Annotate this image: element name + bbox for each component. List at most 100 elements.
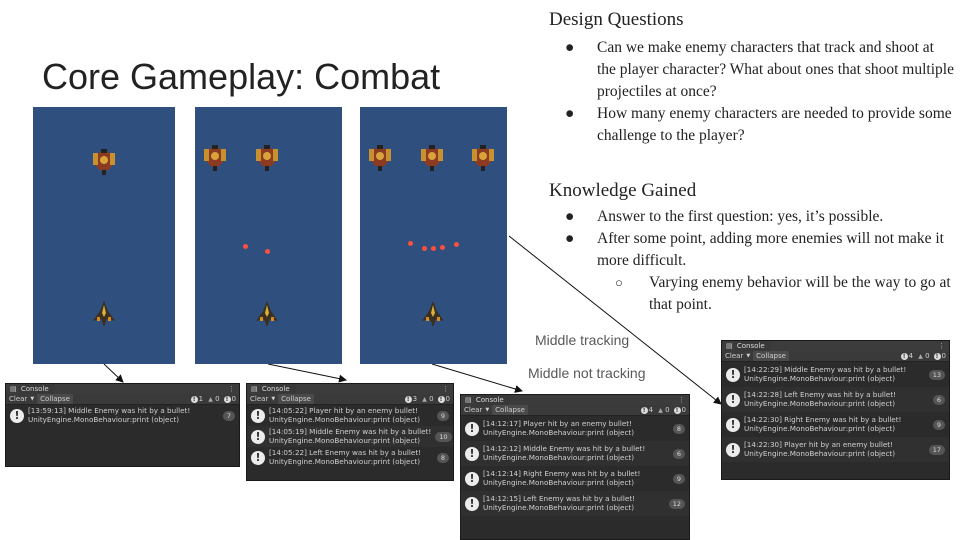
log-row[interactable]: ![14:22:29] Middle Enemy was hit by a bu… xyxy=(722,362,949,387)
arrow-1 xyxy=(103,363,124,383)
warning-icon: ▲ xyxy=(208,395,213,403)
enemy-ship-icon xyxy=(204,145,226,171)
error-filter-toggle[interactable]: !0 xyxy=(673,405,686,415)
arrow-2 xyxy=(267,363,347,383)
enemy-bullet xyxy=(408,241,413,246)
console-tab-label: Console xyxy=(734,341,771,351)
warning-icon: ▲ xyxy=(918,352,923,360)
error-filter-toggle[interactable]: !0 xyxy=(933,351,946,361)
info-filter-toggle[interactable]: !1 xyxy=(190,394,203,404)
log-row[interactable]: ![14:12:14] Right Enemy was hit by a bul… xyxy=(461,466,689,491)
console-toolbar: Clear▼ Collapse !4 ▲0 !0 xyxy=(722,351,949,362)
console-tab[interactable]: ▤ Console⋮ xyxy=(461,395,689,405)
console-tab[interactable]: ▤ Console ⋮ xyxy=(722,341,949,351)
collapse-count-badge: 8 xyxy=(436,452,449,463)
log-row[interactable]: ![14:22:28] Left Enemy was hit by a bull… xyxy=(722,387,949,412)
error-filter-toggle[interactable]: !0 xyxy=(223,394,236,404)
clear-button[interactable]: Clear xyxy=(464,406,483,414)
info-icon: ! xyxy=(251,450,265,465)
collapse-toggle[interactable]: Collapse xyxy=(492,405,528,415)
clear-dropdown-icon[interactable]: ▼ xyxy=(746,353,751,359)
enemy-ship-icon xyxy=(93,149,115,175)
player-ship-icon xyxy=(93,301,115,327)
info-icon: ! xyxy=(465,446,479,461)
collapse-toggle[interactable]: Collapse xyxy=(278,394,314,404)
info-icon: ! xyxy=(900,352,908,360)
info-filter-toggle[interactable]: !3 xyxy=(404,394,417,404)
info-icon: ! xyxy=(251,429,265,444)
info-icon: ! xyxy=(10,408,24,423)
info-icon: ! xyxy=(465,471,479,486)
info-icon: ! xyxy=(465,421,479,436)
warning-filter-toggle[interactable]: ▲0 xyxy=(658,406,670,414)
info-icon: ! xyxy=(404,395,412,403)
unity-console-2: ▤ Console⋮ Clear▼ Collapse !3 ▲0 !0 ![14… xyxy=(246,383,454,481)
enemy-bullet xyxy=(454,242,459,247)
log-row[interactable]: ![14:22:30] Right Enemy was hit by a bul… xyxy=(722,412,949,437)
warning-filter-toggle[interactable]: ▲0 xyxy=(422,395,434,403)
console-toolbar: Clear▼ Collapse !4 ▲0 !0 xyxy=(461,405,689,416)
error-filter-toggle[interactable]: !0 xyxy=(437,394,450,404)
enemy-ship-icon xyxy=(256,145,278,171)
log-row[interactable]: ![13:59:13] Middle Enemy was hit by a bu… xyxy=(6,405,239,426)
error-icon: ! xyxy=(673,406,681,414)
kebab-menu-icon[interactable]: ⋮ xyxy=(938,342,945,350)
design-questions-heading: Design Questions xyxy=(549,9,684,30)
collapse-toggle[interactable]: Collapse xyxy=(753,351,789,361)
enemy-ship-icon xyxy=(421,145,443,171)
enemy-ship-icon xyxy=(472,145,494,171)
console-toolbar: Clear▼ Collapse !1 ▲0 !0 xyxy=(6,394,239,405)
kebab-menu-icon[interactable]: ⋮ xyxy=(442,385,449,393)
collapse-count-badge: 8 xyxy=(672,423,685,434)
kebab-menu-icon[interactable]: ⋮ xyxy=(228,385,235,393)
game-view-1 xyxy=(33,107,175,364)
error-icon: ! xyxy=(437,395,445,403)
info-filter-toggle[interactable]: !4 xyxy=(900,351,913,361)
collapse-count-badge: 9 xyxy=(436,410,449,421)
log-row[interactable]: ![14:12:17] Player hit by an enemy bulle… xyxy=(461,416,689,441)
console-icon: ▤ xyxy=(726,342,735,350)
collapse-count-badge: 12 xyxy=(668,498,685,509)
unity-console-4: ▤ Console ⋮ Clear▼ Collapse !4 ▲0 !0 ![14… xyxy=(721,340,950,480)
sub-bullet-icon: ○ xyxy=(615,275,623,290)
unity-console-1: ▤ Console ⋮ Clear▼ Collapse !1 ▲0 !0 ![13… xyxy=(5,383,240,467)
info-icon: ! xyxy=(726,417,740,432)
log-row[interactable]: ![14:12:15] Left Enemy was hit by a bull… xyxy=(461,491,689,516)
log-row[interactable]: ![14:05:22] Left Enemy was hit by a bull… xyxy=(247,447,453,468)
collapse-count-badge: 17 xyxy=(928,444,945,455)
bullet-icon: ● xyxy=(565,39,575,56)
console-tab-label: Console xyxy=(18,384,55,394)
warning-filter-toggle[interactable]: ▲0 xyxy=(918,352,930,360)
slide-title: Core Gameplay: Combat xyxy=(42,56,441,97)
console-toolbar: Clear▼ Collapse !3 ▲0 !0 xyxy=(247,394,453,405)
collapse-count-badge: 10 xyxy=(435,431,452,442)
error-icon: ! xyxy=(933,352,941,360)
console-icon: ▤ xyxy=(10,385,19,393)
log-row[interactable]: ![14:22:30] Player hit by an enemy bulle… xyxy=(722,437,949,462)
log-row[interactable]: ![14:05:22] Player hit by an enemy bulle… xyxy=(247,405,453,426)
enemy-ship-icon xyxy=(369,145,391,171)
console-tab[interactable]: ▤ Console ⋮ xyxy=(6,384,239,394)
clear-dropdown-icon[interactable]: ▼ xyxy=(271,396,276,402)
console-tab[interactable]: ▤ Console⋮ xyxy=(247,384,453,394)
kebab-menu-icon[interactable]: ⋮ xyxy=(678,396,685,404)
enemy-bullet xyxy=(431,246,436,251)
list-subitem: ○Varying enemy behavior will be the way … xyxy=(615,274,951,313)
clear-dropdown-icon[interactable]: ▼ xyxy=(30,396,35,402)
collapse-count-badge: 13 xyxy=(928,369,945,380)
clear-button[interactable]: Clear xyxy=(250,395,269,403)
console-icon: ▤ xyxy=(465,396,474,404)
info-filter-toggle[interactable]: !4 xyxy=(640,405,653,415)
collapse-count-badge: 6 xyxy=(932,394,945,405)
log-row[interactable]: ![14:12:12] Middle Enemy was hit by a bu… xyxy=(461,441,689,466)
warning-filter-toggle[interactable]: ▲0 xyxy=(208,395,220,403)
clear-dropdown-icon[interactable]: ▼ xyxy=(485,407,490,413)
knowledge-gained-heading: Knowledge Gained xyxy=(549,180,697,201)
game-view-2 xyxy=(195,107,342,364)
error-icon: ! xyxy=(223,395,231,403)
collapse-toggle[interactable]: Collapse xyxy=(37,394,73,404)
clear-button[interactable]: Clear xyxy=(725,352,744,360)
clear-button[interactable]: Clear xyxy=(9,395,28,403)
info-icon: ! xyxy=(640,406,648,414)
log-row[interactable]: ![14:05:19] Middle Enemy was hit by a bu… xyxy=(247,426,453,447)
